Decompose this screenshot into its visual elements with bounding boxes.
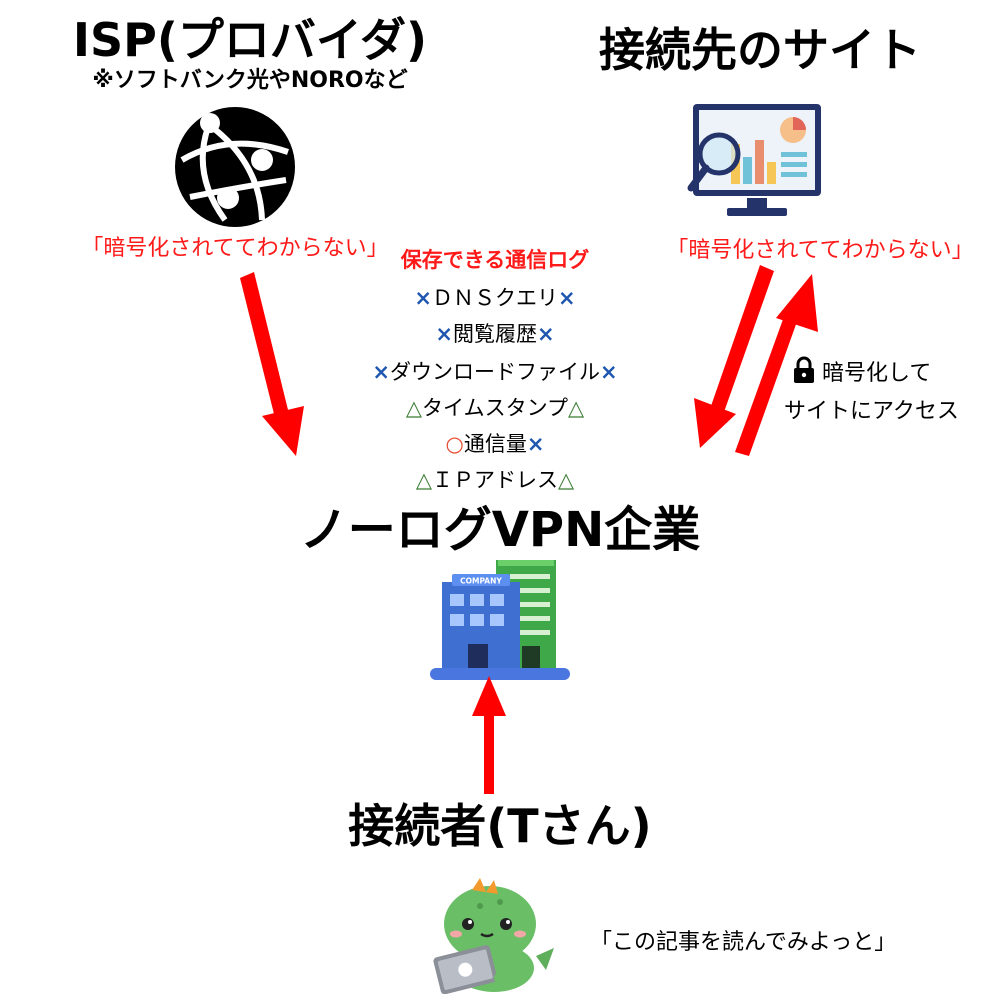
user-title: 接続者(Tさん): [348, 799, 652, 853]
building-sign: COMPANY: [460, 577, 502, 586]
log-list-title: 保存できる通信ログ: [400, 248, 590, 272]
lock-icon: [794, 356, 814, 383]
log-item-label: 通信量: [463, 432, 527, 456]
isp-subtitle: ※ソフトバンク光やNOROなど: [92, 68, 408, 93]
triangle-mark-icon: △: [558, 468, 575, 492]
x-mark-icon: ×: [435, 322, 453, 346]
log-item: ○通信量×: [255, 428, 735, 458]
x-mark-icon: ×: [558, 286, 576, 310]
monitor-analytics-icon: [687, 104, 821, 216]
log-item-label: タイムスタンプ: [422, 396, 568, 420]
user-quote: 「この記事を読んでみよっと」: [590, 930, 897, 955]
arrow-user-to-vpn: [472, 676, 506, 794]
encrypted-access-line1: 暗号化して: [822, 361, 932, 386]
x-mark-icon: ×: [600, 360, 618, 384]
log-item: △ＩＰアドレス△: [255, 464, 735, 494]
triangle-mark-icon: △: [415, 468, 432, 492]
globe-network-icon: [175, 107, 295, 227]
log-item: ×ダウンロードファイル×: [255, 356, 735, 386]
x-mark-icon: ×: [372, 360, 390, 384]
x-mark-icon: ×: [414, 286, 432, 310]
log-item: ×閲覧履歴×: [255, 318, 735, 348]
log-item-label: 閲覧履歴: [453, 322, 537, 346]
x-mark-icon: ×: [526, 432, 545, 456]
isp-title: ISP(プロバイダ): [72, 13, 428, 67]
triangle-mark-icon: △: [405, 396, 423, 420]
log-item-label: ＩＰアドレス: [432, 468, 558, 492]
site-quote: 「暗号化されててわからない」: [666, 238, 974, 263]
vpn-company-title: ノーログVPN企業: [299, 502, 701, 558]
encrypted-access-line2: サイトにアクセス: [784, 399, 959, 424]
company-building-icon: COMPANY: [430, 560, 570, 680]
x-mark-icon: ×: [537, 322, 555, 346]
circle-mark-icon: ○: [445, 432, 464, 456]
isp-quote: 「暗号化されててわからない」: [81, 236, 389, 261]
triangle-mark-icon: △: [567, 396, 585, 420]
log-item: ×ＤＮＳクエリ×: [255, 282, 735, 312]
log-item-label: ダウンロードファイル: [390, 360, 600, 384]
log-item: △タイムスタンプ△: [255, 392, 735, 422]
dinosaur-laptop-icon: [433, 878, 554, 994]
log-item-label: ＤＮＳクエリ: [432, 286, 558, 310]
site-title: 接続先のサイト: [599, 23, 921, 77]
